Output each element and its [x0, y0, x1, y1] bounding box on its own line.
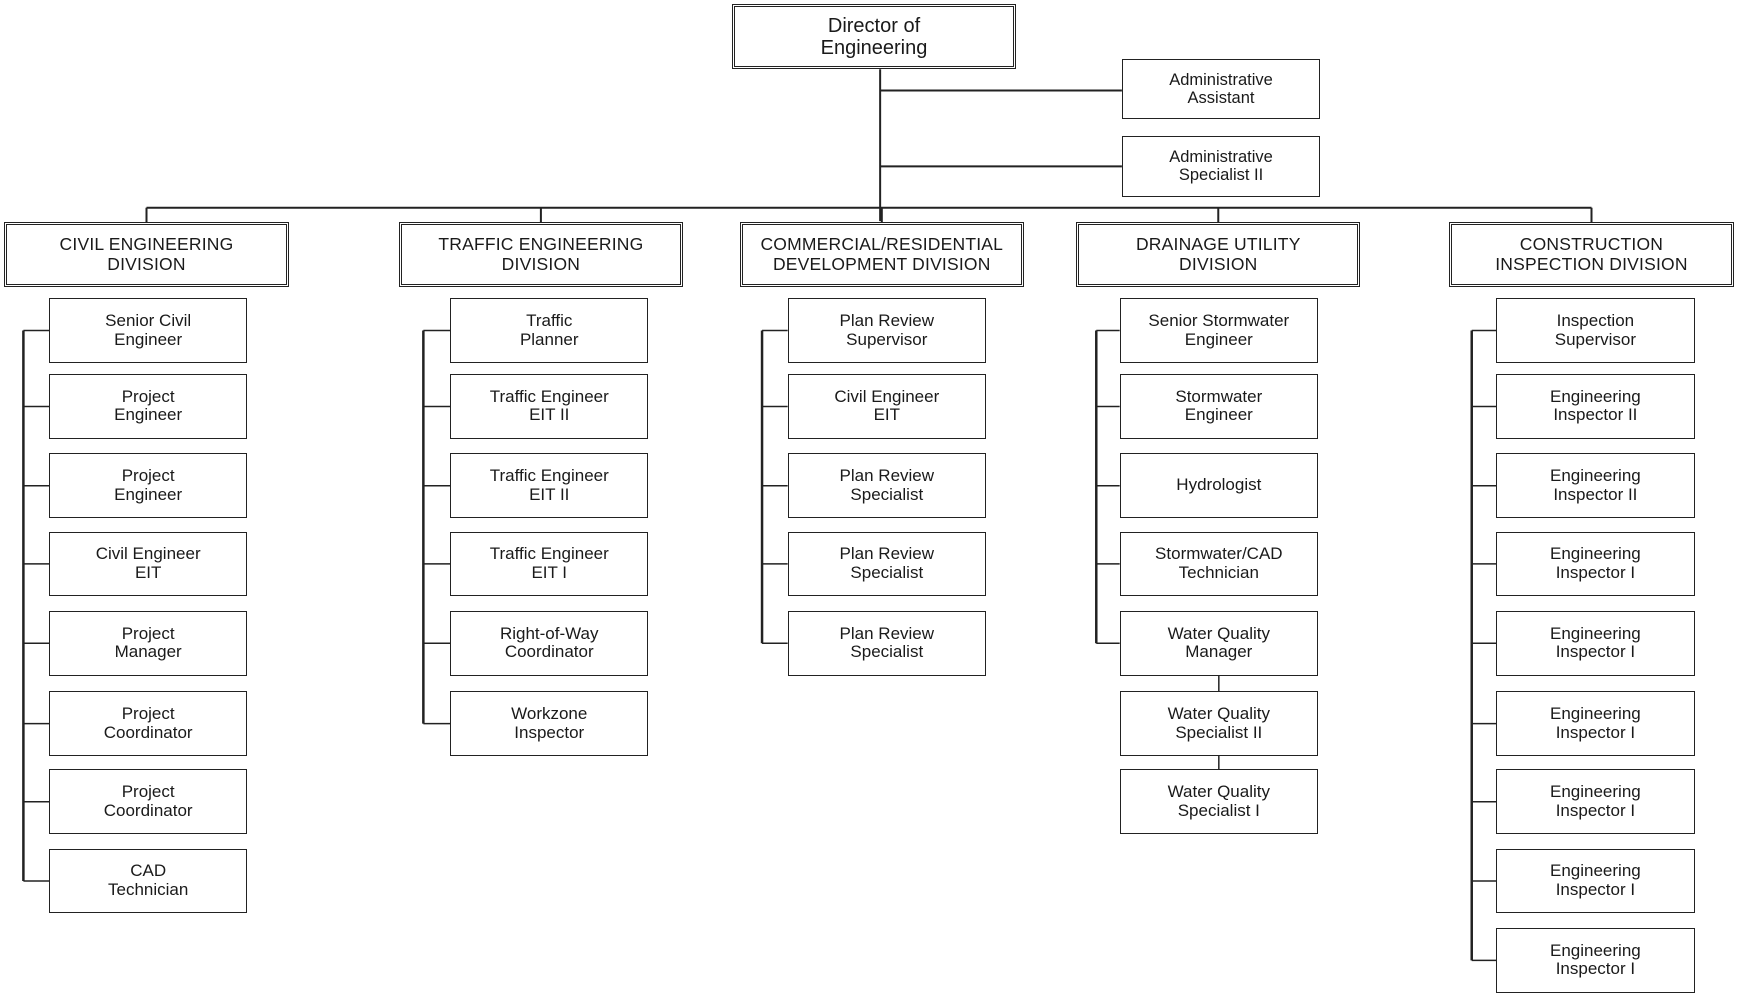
position-box: Project Manager — [49, 610, 248, 676]
position-box: Water Quality Specialist II — [1119, 691, 1318, 756]
position-box: Engineering Inspector I — [1496, 531, 1695, 597]
position-box: Right-of-Way Coordinator — [450, 610, 649, 676]
position-box: Traffic Planner — [450, 298, 649, 363]
position-box: Traffic Engineer EIT I — [450, 531, 649, 597]
position-box: Workzone Inspector — [450, 691, 649, 756]
division-box-construction: CONSTRUCTION INSPECTION DIVISION — [1449, 222, 1734, 287]
division-box-traffic: TRAFFIC ENGINEERING DIVISION — [398, 222, 683, 287]
position-box: Hydrologist — [1119, 453, 1318, 519]
position-box: Water Quality Manager — [1119, 610, 1318, 676]
position-box: Engineering Inspector I — [1496, 927, 1695, 993]
position-box: Plan Review Supervisor — [787, 298, 986, 363]
position-box: Project Coordinator — [49, 769, 248, 835]
position-box: Senior Stormwater Engineer — [1119, 298, 1318, 363]
position-box: Traffic Engineer EIT II — [450, 374, 649, 439]
position-box: Stormwater Engineer — [1119, 374, 1318, 439]
division-box-drainage: DRAINAGE UTILITY DIVISION — [1076, 222, 1361, 287]
position-box: Inspection Supervisor — [1496, 298, 1695, 363]
position-box: Plan Review Specialist — [787, 610, 986, 676]
position-box: Engineering Inspector II — [1496, 374, 1695, 439]
staff-box-administrative-specialist: Administrative Specialist II — [1121, 136, 1321, 197]
position-box: Senior Civil Engineer — [49, 298, 248, 363]
position-box: Civil Engineer EIT — [787, 374, 986, 439]
position-box: Plan Review Specialist — [787, 531, 986, 597]
division-box-commercial: COMMERCIAL/RESIDENTIAL DEVELOPMENT DIVIS… — [739, 222, 1024, 287]
position-box: Engineering Inspector I — [1496, 691, 1695, 756]
position-box: Water Quality Specialist I — [1119, 769, 1318, 835]
position-box: Plan Review Specialist — [787, 453, 986, 519]
position-box: Traffic Engineer EIT II — [450, 453, 649, 519]
division-box-civil: CIVIL ENGINEERING DIVISION — [4, 222, 289, 287]
position-box: CAD Technician — [49, 848, 248, 914]
position-box: Civil Engineer EIT — [49, 531, 248, 597]
staff-box-administrative-assistant: Administrative Assistant — [1121, 59, 1321, 120]
position-box: Engineering Inspector II — [1496, 453, 1695, 519]
position-box: Stormwater/CAD Technician — [1119, 531, 1318, 597]
position-box: Engineering Inspector I — [1496, 848, 1695, 914]
position-box: Project Coordinator — [49, 691, 248, 756]
position-box: Project Engineer — [49, 374, 248, 439]
position-box: Engineering Inspector I — [1496, 769, 1695, 835]
position-box: Project Engineer — [49, 453, 248, 519]
position-box: Engineering Inspector I — [1496, 610, 1695, 676]
director-box: Director of Engineering — [731, 4, 1017, 70]
